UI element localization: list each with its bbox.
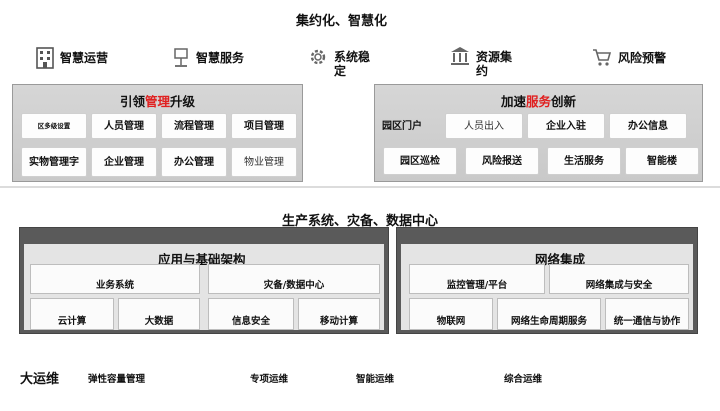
pillar-risk-warning: 风险预警	[592, 47, 692, 67]
pillar-resource-intensive: 资源集约	[450, 46, 530, 78]
mgmt-cell: 企业管理	[91, 147, 157, 177]
diagram-box: 监控管理/平台	[409, 264, 545, 294]
bank-icon	[451, 47, 469, 65]
diagram-box: 业务系统	[30, 264, 200, 294]
section-title: 生产系统、灾备、数据中心	[281, 214, 438, 229]
top-title: 集约化、智慧化	[296, 14, 388, 29]
diagram-box: 统一通信与协作	[605, 298, 689, 330]
diagram-box: 大数据	[118, 298, 200, 330]
service-innovation-panel: 加速服务创新 园区门户 人员出入 企业入驻 办公信息 园区巡检 风险报送 生活服…	[374, 84, 703, 182]
gear-icon	[310, 49, 326, 65]
panel-title: 应用与基础架构	[158, 252, 246, 267]
diagram-box: 云计算	[30, 298, 114, 330]
diagram-box: 灾备/数据中心	[208, 264, 380, 294]
diagram-box: 网络生命周期服务	[497, 298, 601, 330]
mgmt-cell: 人员管理	[91, 113, 157, 139]
pillar-label: 资源集约	[476, 50, 513, 78]
ops-item: 专项运维	[250, 374, 289, 385]
cart-icon	[593, 49, 612, 66]
mgmt-cell: 办公管理	[161, 147, 227, 177]
ops-item: 综合运维	[504, 374, 543, 385]
panel-title: 引领管理升级	[119, 94, 196, 109]
ops-item: 智能运维	[356, 374, 395, 385]
mgmt-cell: 物业管理	[231, 147, 297, 177]
pillar-system-stability: 系统稳定	[308, 47, 388, 78]
service-cell: 生活服务	[547, 147, 621, 175]
app-infrastructure-panel: 应用与基础架构 业务系统 灾备/数据中心 云计算 大数据 信息安全 移动计算	[19, 227, 389, 334]
network-integration-panel: 网络集成 监控管理/平台 网络集成与安全 物联网 网络生命周期服务 统一通信与协…	[396, 227, 698, 334]
management-upgrade-panel: 引领管理升级 区多级设置 人员管理 流程管理 项目管理 实物管理字 企业管理 办…	[12, 84, 303, 182]
ops-title: 大运维	[20, 372, 60, 387]
diagram-box: 物联网	[409, 298, 493, 330]
service-cell: 企业入驻	[527, 113, 605, 139]
pillar-smart-operation: 智慧运营	[36, 47, 116, 69]
section-divider	[0, 186, 720, 188]
pillar-label: 智慧服务	[196, 51, 245, 65]
service-cell: 人员出入	[445, 113, 523, 139]
service-cell: 智能楼	[625, 147, 699, 175]
diagram-box: 移动计算	[298, 298, 380, 330]
service-cell: 园区巡检	[383, 147, 457, 175]
mgmt-cell: 区多级设置	[21, 113, 87, 139]
panel-title: 加速服务创新	[500, 94, 577, 109]
service-cell: 办公信息	[609, 113, 687, 139]
pillar-label: 风险预警	[618, 51, 667, 65]
diagram-box: 网络集成与安全	[549, 264, 689, 294]
mgmt-cell: 项目管理	[231, 113, 297, 139]
building-icon	[36, 47, 54, 69]
panel-title: 网络集成	[535, 252, 586, 267]
ops-item: 弹性容量管理	[88, 374, 146, 385]
diagram-box: 信息安全	[208, 298, 294, 330]
kiosk-icon	[174, 48, 188, 67]
pillar-label: 系统稳定	[334, 50, 371, 78]
pillar-smart-service: 智慧服务	[172, 48, 282, 68]
mgmt-cell: 流程管理	[161, 113, 227, 139]
service-cell: 园区门户	[382, 120, 422, 132]
service-cell: 风险报送	[465, 147, 539, 175]
pillar-label: 智慧运营	[60, 51, 109, 65]
mgmt-cell: 实物管理字	[21, 147, 87, 177]
